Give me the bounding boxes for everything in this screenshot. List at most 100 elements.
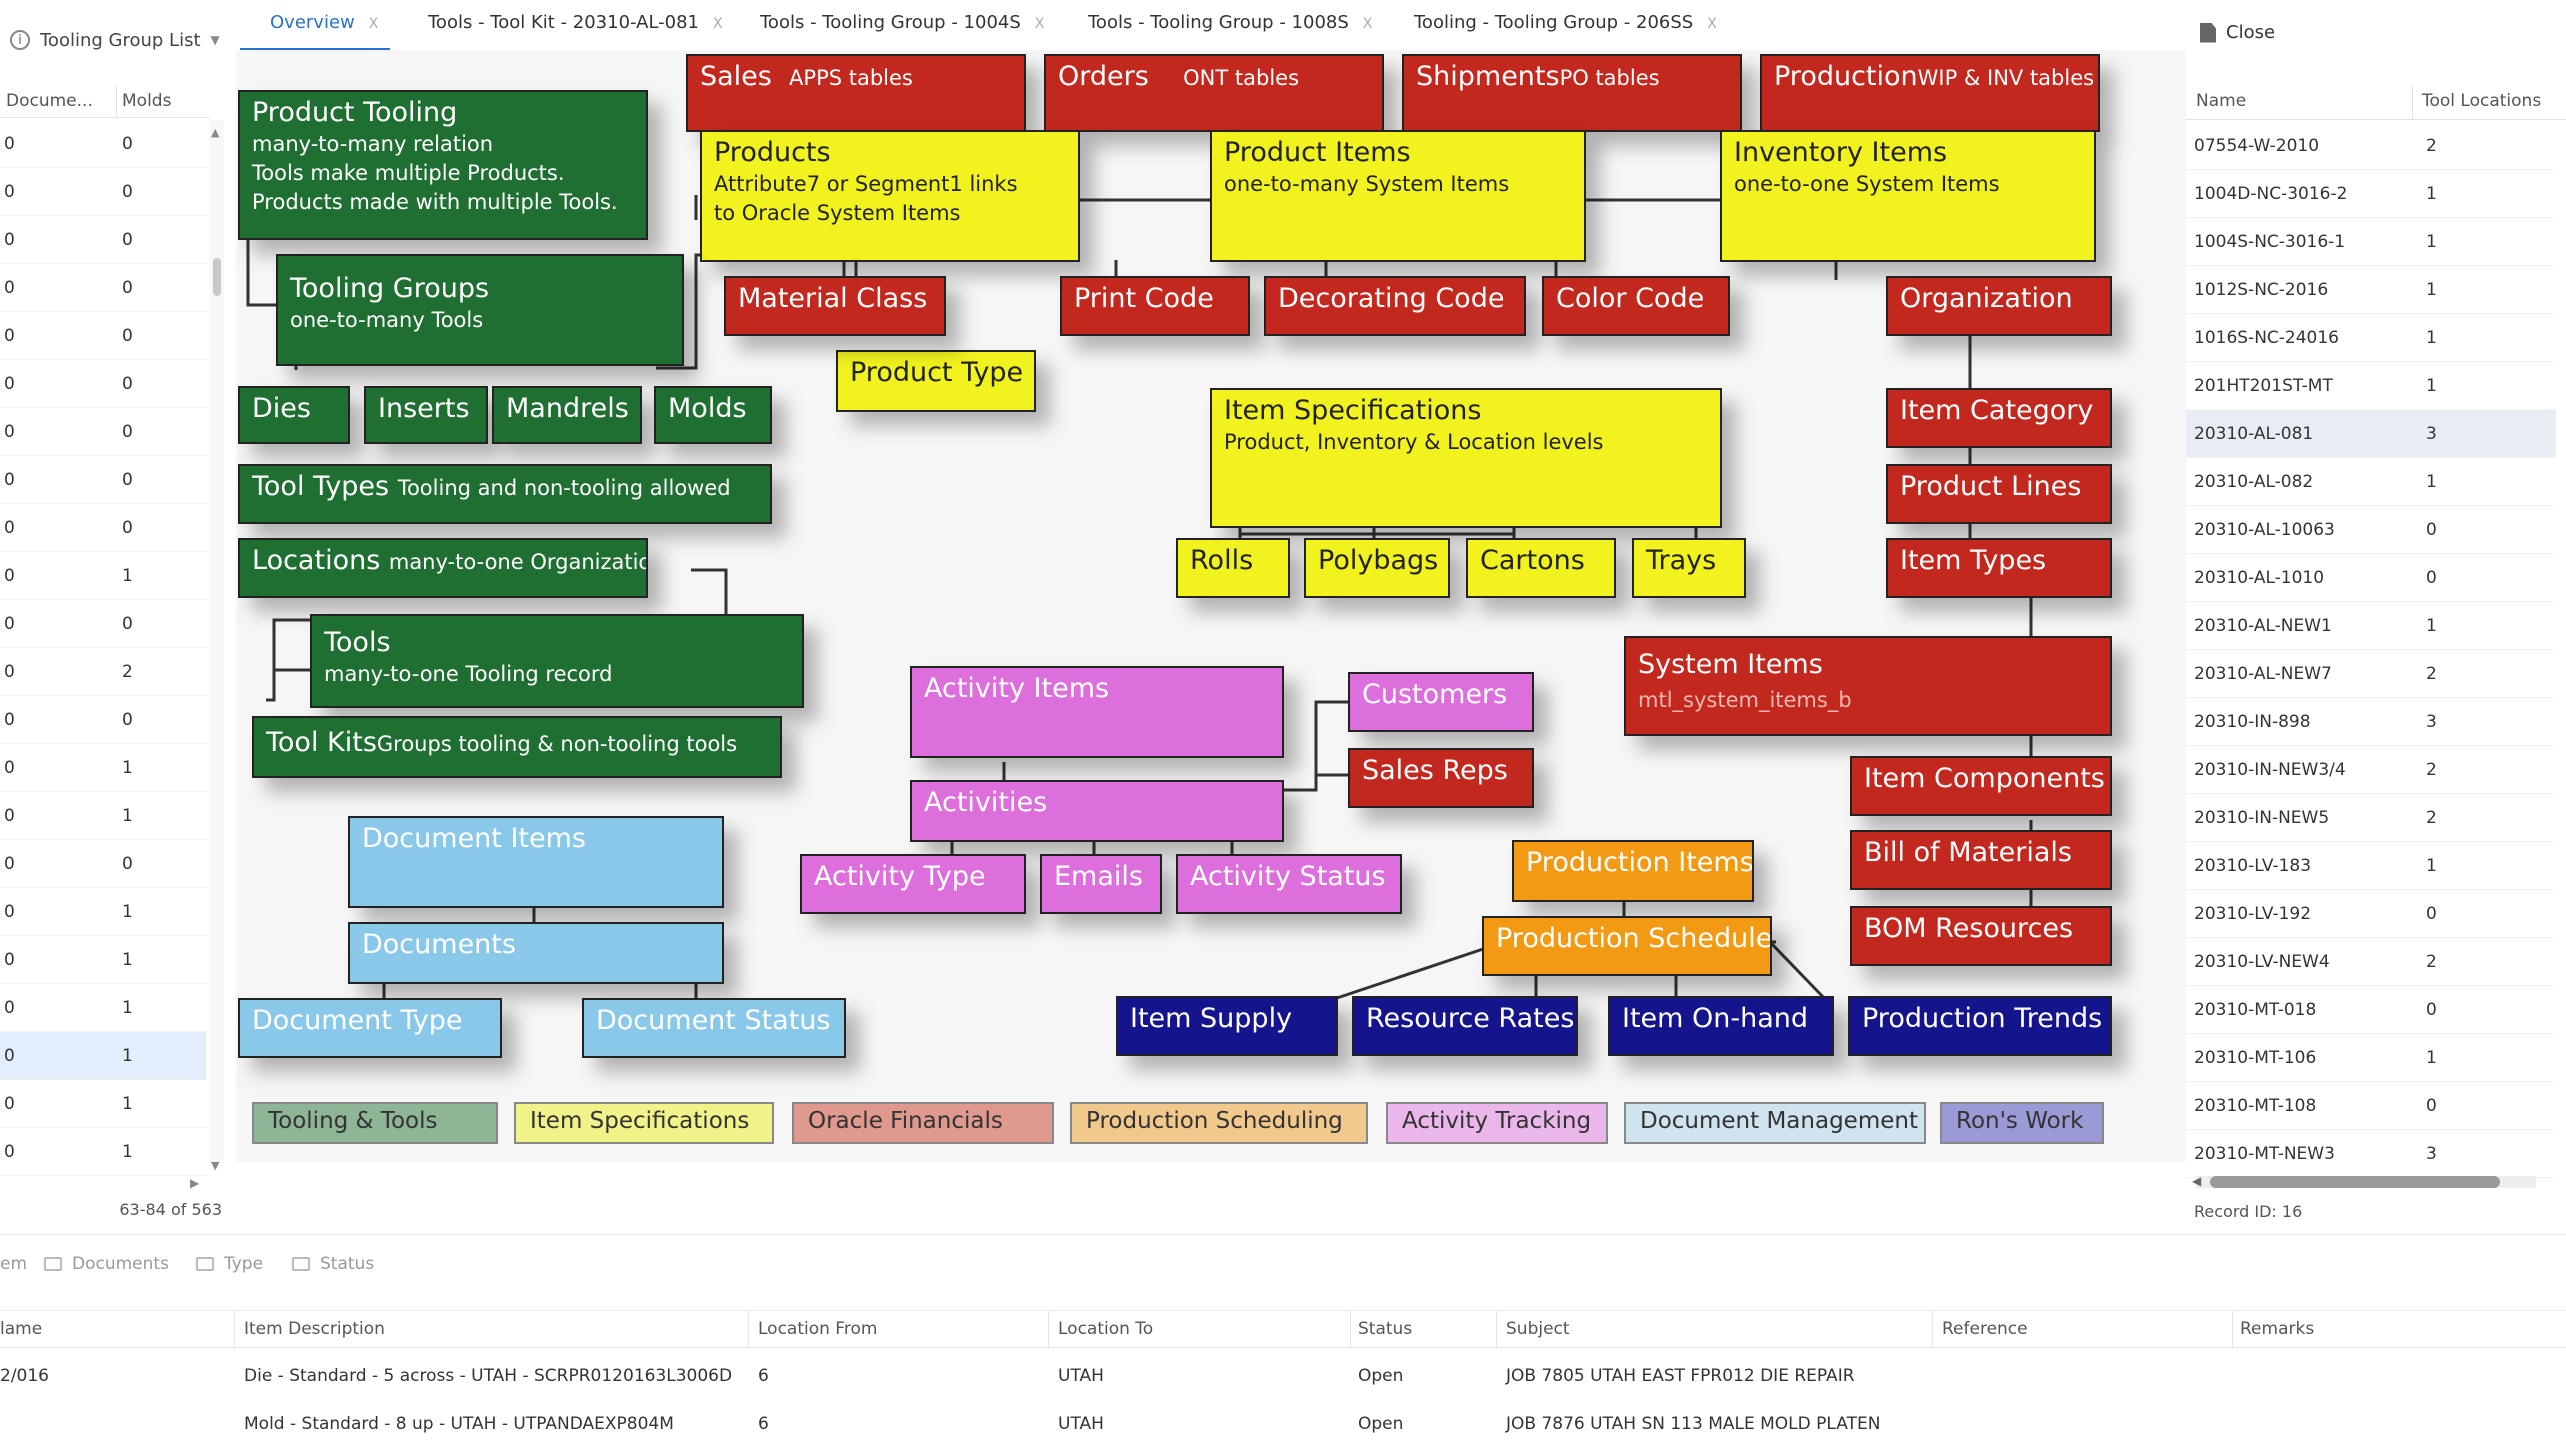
close-icon[interactable]: X	[713, 16, 723, 32]
item-supply-box[interactable]: Item Supply	[1116, 996, 1338, 1056]
product-type-box[interactable]: Product Type	[836, 350, 1036, 412]
tooling-groups-box[interactable]: Tooling Groups one-to-many Tools	[276, 254, 684, 366]
activity-type-box[interactable]: Activity Type	[800, 854, 1026, 914]
column-remarks-header[interactable]: Remarks	[2240, 1319, 2315, 1339]
decorating-code-box[interactable]: Decorating Code	[1264, 276, 1526, 336]
product-tooling-box[interactable]: Product Tooling many-to-many relation To…	[238, 90, 648, 240]
tab-type[interactable]: Type	[196, 1254, 263, 1274]
tab-items[interactable]: em	[0, 1254, 27, 1274]
tab-documents[interactable]: Documents	[44, 1254, 169, 1274]
shipments-box[interactable]: ShipmentsPO tables	[1402, 54, 1742, 132]
close-icon[interactable]: X	[1034, 16, 1045, 32]
scroll-down-icon[interactable]: ▼	[211, 1159, 220, 1172]
emails-box[interactable]: Emails	[1040, 854, 1162, 914]
color-code-box[interactable]: Color Code	[1542, 276, 1730, 336]
orders-box[interactable]: Orders ONT tables	[1044, 54, 1384, 132]
resource-rates-box[interactable]: Resource Rates	[1352, 996, 1578, 1056]
column-tool-locations-header[interactable]: Tool Locations	[2422, 91, 2542, 111]
mandrels-box[interactable]: Mandrels	[492, 386, 642, 444]
column-name-header[interactable]: Name	[2196, 91, 2247, 111]
tool-kits-box[interactable]: Tool KitsGroups tooling & non-tooling to…	[252, 716, 782, 778]
tooling-group-list-title[interactable]: i Tooling Group List ▼	[0, 18, 240, 62]
close-icon[interactable]: X	[1362, 16, 1373, 32]
tools-box[interactable]: Tools many-to-one Tooling record	[310, 614, 804, 708]
production-schedule-box[interactable]: Production Schedule	[1482, 916, 1772, 976]
column-documents-header[interactable]: Docume...	[6, 91, 93, 111]
system-items-box[interactable]: System Items mtl_system_items_b	[1624, 636, 2112, 736]
trays-box[interactable]: Trays	[1632, 538, 1746, 598]
tool-types-box[interactable]: Tool Types Tooling and non-tooling allow…	[238, 464, 772, 524]
column-molds-header[interactable]: Molds	[122, 91, 172, 111]
cartons-box[interactable]: Cartons	[1466, 538, 1616, 598]
sales-reps-box[interactable]: Sales Reps	[1348, 748, 1534, 808]
document-status-box[interactable]: Document Status	[582, 998, 846, 1058]
sales-box[interactable]: Sales APPS tables	[686, 54, 1026, 132]
left-scrollbar-thumb[interactable]	[213, 258, 221, 296]
item-onhand-box[interactable]: Item On-hand	[1608, 996, 1834, 1056]
column-reference-header[interactable]: Reference	[1942, 1319, 2028, 1339]
item-category-box[interactable]: Item Category	[1886, 388, 2112, 448]
right-scrollbar-thumb[interactable]	[2210, 1176, 2500, 1188]
production-items-box[interactable]: Production Items	[1512, 840, 1754, 902]
activity-items-box[interactable]: Activity Items	[910, 666, 1284, 758]
activities-box[interactable]: Activities	[910, 780, 1284, 842]
inserts-box[interactable]: Inserts	[364, 386, 488, 444]
activity-status-box[interactable]: Activity Status	[1176, 854, 1402, 914]
production-box[interactable]: ProductionWIP & INV tables	[1760, 54, 2100, 132]
column-name-header[interactable]: lame	[0, 1319, 43, 1339]
bom-resources-box[interactable]: BOM Resources	[1850, 906, 2112, 966]
close-icon[interactable]: X	[368, 16, 379, 32]
scroll-up-icon[interactable]: ▲	[211, 126, 220, 139]
locations-box[interactable]: Locations many-to-one Organization	[238, 538, 648, 598]
products-box[interactable]: Products Attribute7 or Segment1 links to…	[700, 130, 1080, 262]
close-icon[interactable]: X	[1707, 16, 1717, 32]
item-types-box[interactable]: Item Types	[1886, 538, 2112, 598]
molds-box[interactable]: Molds	[654, 386, 772, 444]
column-location-to-header[interactable]: Location To	[1058, 1319, 1154, 1339]
scroll-right-icon[interactable]: ▶	[190, 1176, 200, 1190]
column-status-header[interactable]: Status	[1358, 1319, 1413, 1339]
chevron-down-icon[interactable]: ▼	[210, 33, 220, 47]
documents-box[interactable]: Documents	[348, 922, 724, 984]
table-row[interactable]: Mold - Standard - 8 up - UTAH - UTPANDAE…	[0, 1400, 2566, 1448]
customers-box[interactable]: Customers	[1348, 672, 1534, 732]
